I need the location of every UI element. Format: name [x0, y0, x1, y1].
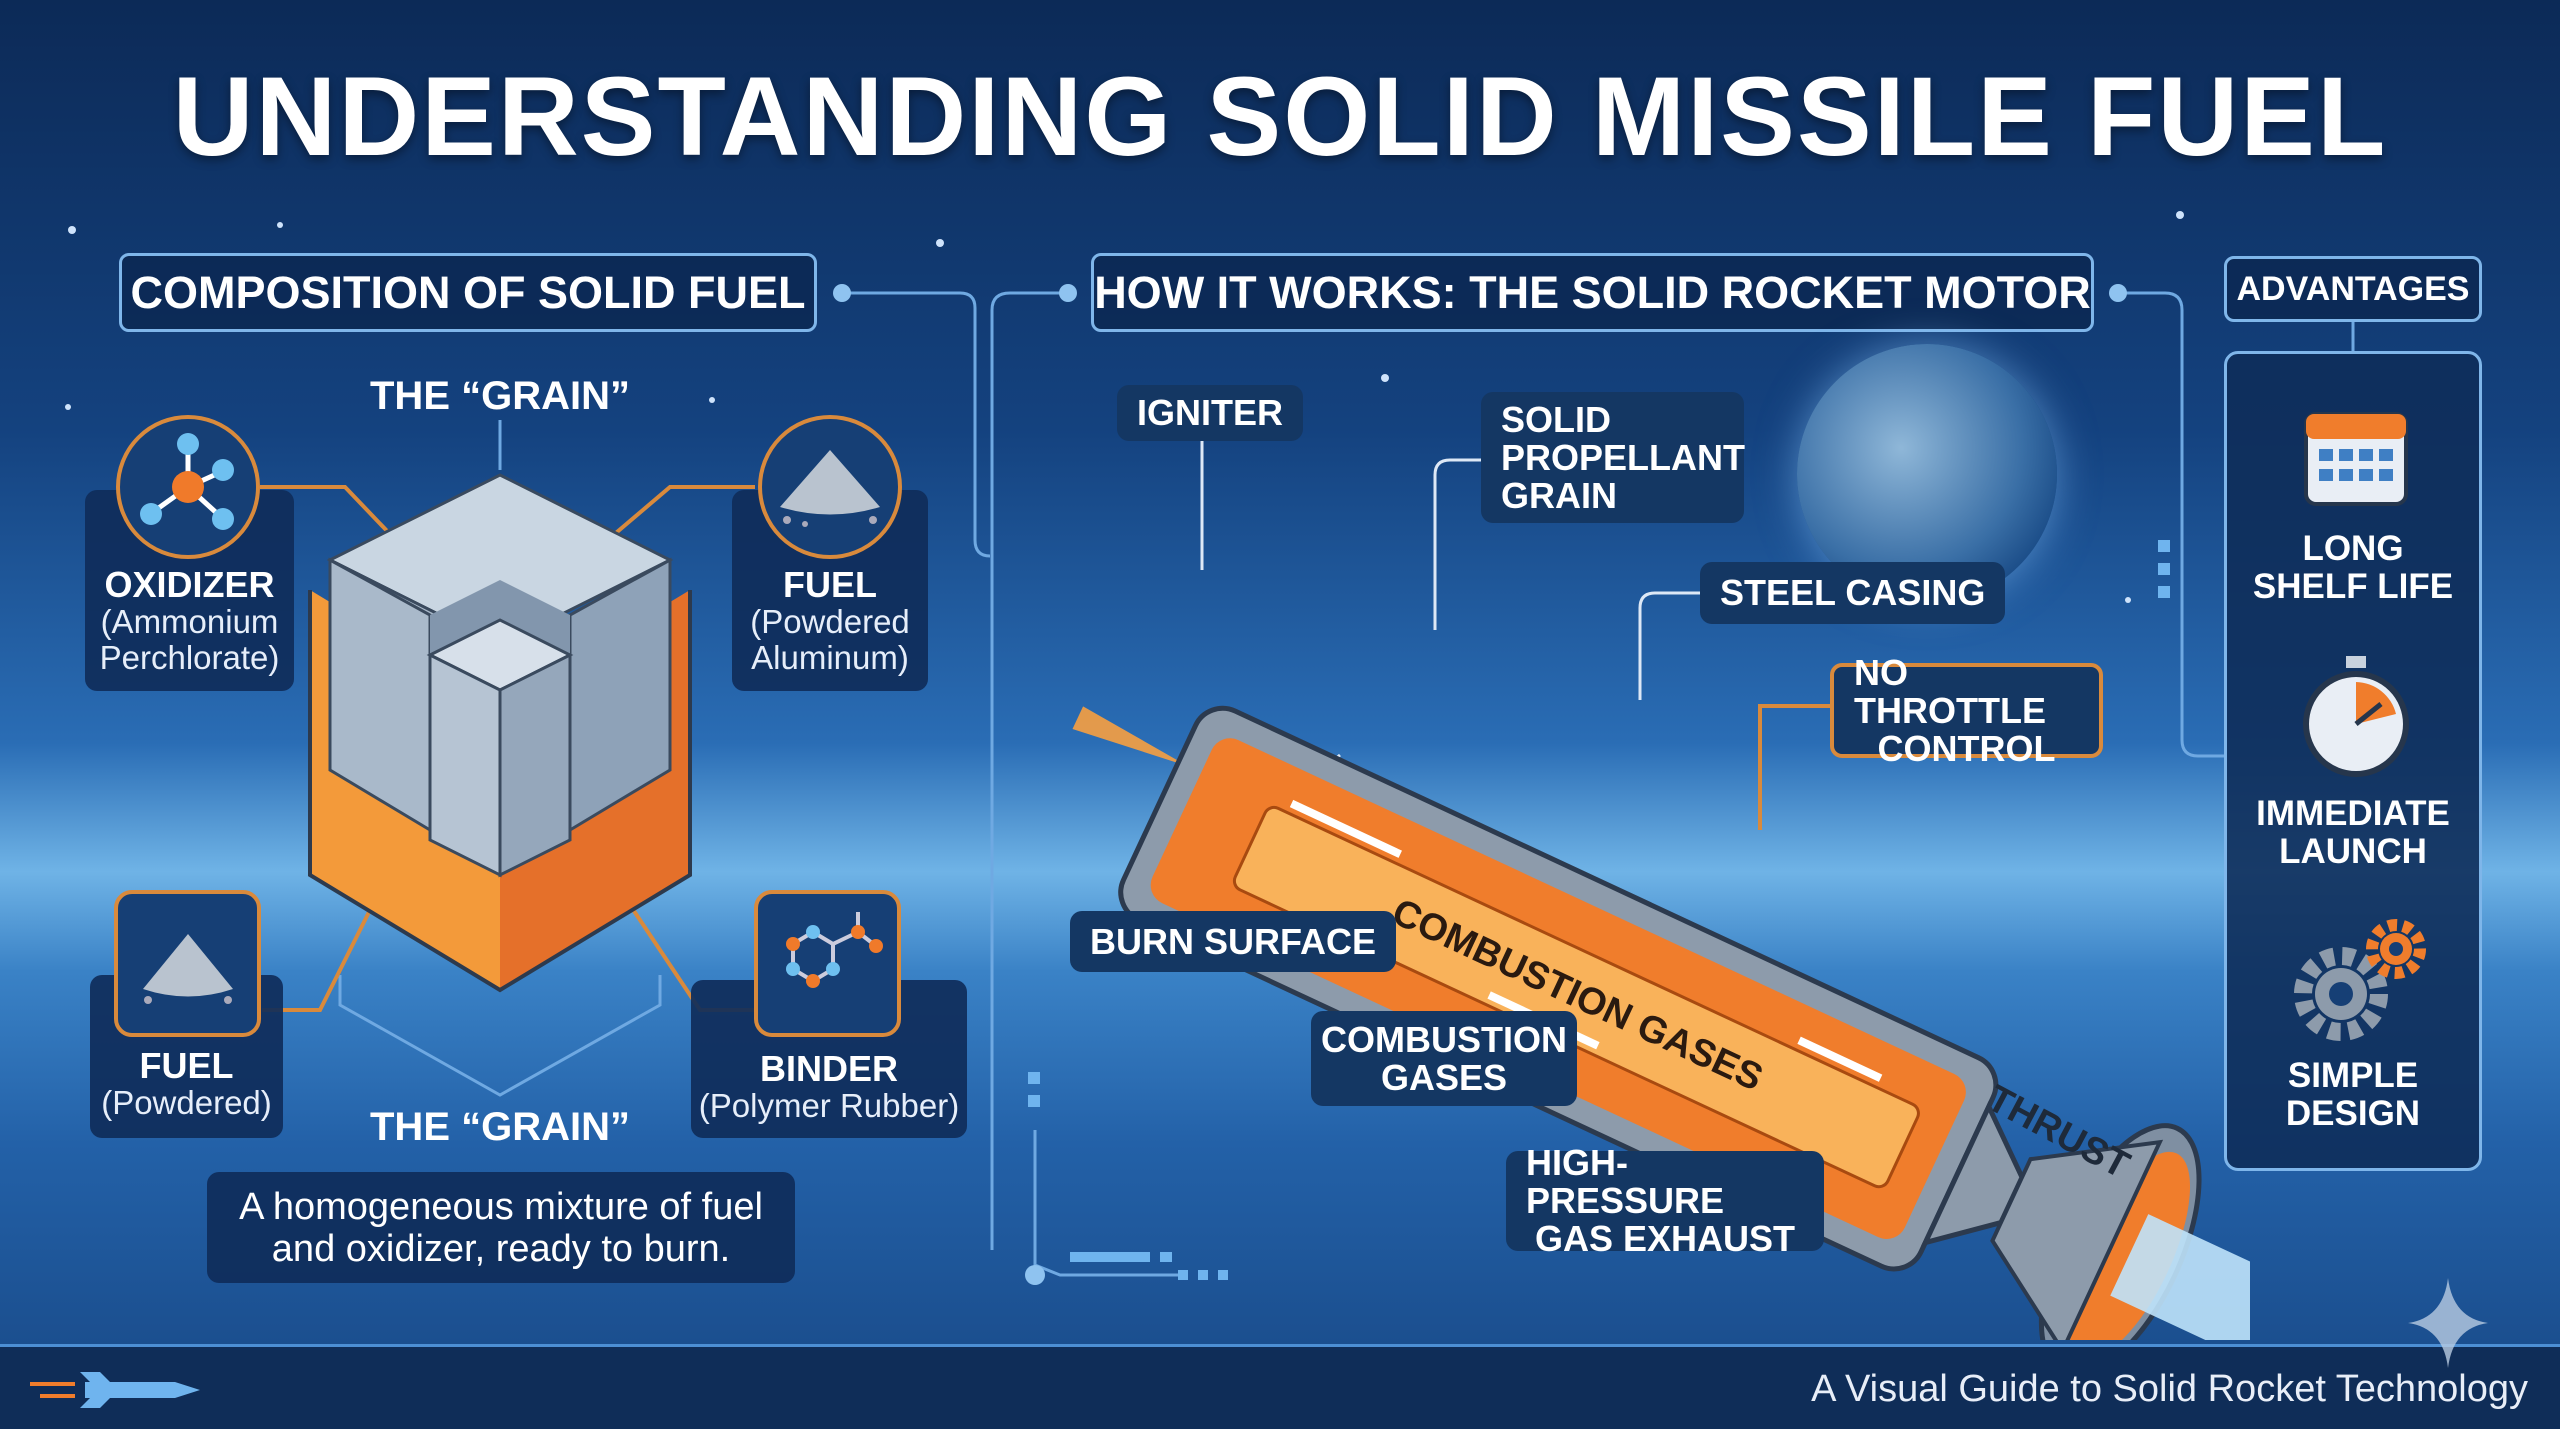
fuel-top-sub2: Aluminum)	[751, 638, 909, 676]
propellant-line3: GRAIN	[1501, 474, 1617, 516]
no-throttle-line2: CONTROL	[1877, 727, 2056, 769]
footer-bar	[0, 1344, 2560, 1429]
steel-casing-label: STEEL CASING	[1700, 562, 2006, 624]
no-throttle-line1: NO THROTTLE	[1854, 651, 2046, 731]
grain-cube-illustration	[308, 473, 692, 993]
exhaust-line1: HIGH-PRESSURE	[1526, 1142, 1725, 1221]
fuel-top-sub1: (Powdered	[750, 602, 910, 640]
description-line2: and oxidizer, ready to burn.	[271, 1227, 731, 1270]
fuel-bottom-sub1: (Powdered)	[101, 1084, 272, 1121]
fuel-top-title: FUEL	[783, 563, 877, 605]
combustion-line1: COMBUSTION	[1321, 1018, 1567, 1060]
earth-illustration	[1797, 344, 2057, 604]
grain-label-bottom: THE “GRAIN”	[370, 1105, 630, 1149]
page-title: UNDERSTANDING SOLID MISSILE FUEL	[172, 54, 2388, 179]
binder-sub1: (Polymer Rubber)	[698, 1086, 960, 1124]
burn-surface-label: BURN SURFACE	[1070, 911, 1397, 972]
grain-description: A homogeneous mixture of fuel and oxidiz…	[207, 1172, 795, 1283]
adv1-line2: SHELF LIFE	[2252, 567, 2454, 606]
gears-icon	[2294, 919, 2426, 1041]
oxidizer-title: OXIDIZER	[104, 563, 275, 605]
thrust-arrow	[2110, 1214, 2250, 1340]
polymer-chain-icon	[754, 890, 901, 1037]
rocket-motor-illustration: COMBUSTION GASES	[1072, 705, 2250, 1340]
stopwatch-icon	[2303, 656, 2409, 777]
combustion-line2: GASES	[1380, 1056, 1508, 1098]
powder-pile-icon	[114, 890, 261, 1037]
composition-header: COMPOSITION OF SOLID FUEL	[119, 253, 817, 332]
molecule-icon	[116, 415, 260, 559]
propellant-line2: PROPELLANT	[1501, 436, 1746, 478]
combustion-gases-label: COMBUSTION GASES	[1311, 1011, 1577, 1106]
description-line1: A homogeneous mixture of fuel	[239, 1185, 763, 1228]
igniter-flame	[1072, 706, 1188, 767]
fuel-aluminum-label: FUEL (Powdered Aluminum)	[732, 490, 928, 691]
gas-exhaust-label: HIGH-PRESSURE GAS EXHAUST	[1506, 1144, 1824, 1258]
powder-pile-icon	[758, 415, 902, 559]
adv3-line1: SIMPLE	[2287, 1056, 2419, 1095]
grain-label-top: THE “GRAIN”	[370, 374, 630, 418]
no-throttle-label: NO THROTTLE CONTROL	[1830, 653, 2103, 767]
igniter-label: IGNITER	[1117, 385, 1304, 441]
binder-title: BINDER	[759, 1047, 898, 1089]
adv3-line2: DESIGN	[2285, 1094, 2421, 1133]
adv1-line1: LONG	[2302, 529, 2404, 568]
propellant-line1: SOLID	[1501, 398, 1612, 440]
fuel-bottom-title: FUEL	[139, 1045, 234, 1086]
adv2-line1: IMMEDIATE	[2256, 794, 2450, 833]
propellant-grain-label: SOLID PROPELLANT GRAIN	[1481, 392, 1746, 523]
exhaust-line2: GAS EXHAUST	[1534, 1218, 1796, 1259]
adv2-line2: LAUNCH	[2279, 832, 2427, 871]
oxidizer-sub1: (Ammonium	[100, 602, 279, 640]
advantages-header: ADVANTAGES	[2224, 256, 2482, 322]
footer-caption: A Visual Guide to Solid Rocket Technolog…	[1811, 1368, 2528, 1410]
missile-icon	[30, 1372, 200, 1408]
motor-header: HOW IT WORKS: THE SOLID ROCKET MOTOR	[1091, 253, 2094, 332]
sparkle-icon	[2408, 1278, 2488, 1368]
oxidizer-sub2: Perchlorate)	[99, 638, 280, 676]
calendar-icon	[2304, 412, 2408, 506]
